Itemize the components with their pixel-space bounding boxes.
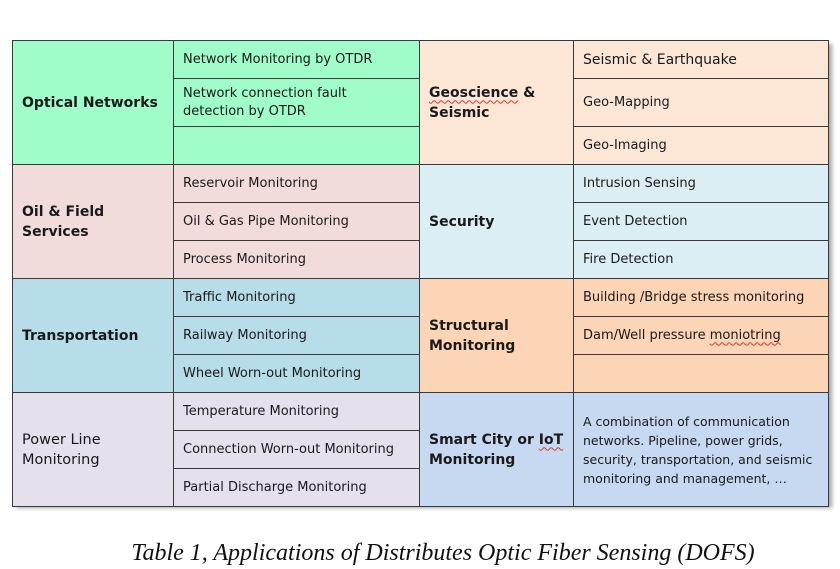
application-cell: Network connection fault detection by OT… [173,78,420,127]
category-part: Geoscience [429,84,519,101]
category-part: Monitoring [429,451,516,468]
category-geoscience-seismic: Geoscience & Seismic [419,40,574,165]
application-cell: Wheel Worn-out Monitoring [173,354,420,393]
application-cell: Temperature Monitoring [173,392,420,431]
category-part: Monitoring [22,451,100,468]
smart-city-description: A combination of communication networks.… [573,392,829,507]
category-part: Power Line [22,431,101,448]
category-part: Monitoring [429,337,516,354]
table-row: Connection Worn-out Monitoring [13,430,829,469]
application-cell: Seismic & Earthquake [573,40,829,79]
application-cell: Process Monitoring [173,240,420,279]
application-cell: Fire Detection [573,240,829,279]
application-cell: Partial Discharge Monitoring [173,468,420,507]
table-row: Partial Discharge Monitoring [13,468,829,507]
application-cell: Dam/Well pressure moniotring [573,316,829,355]
applications-table: Optical Networks Network Monitoring by O… [12,40,829,507]
application-cell: Intrusion Sensing [573,164,829,203]
application-cell: Railway Monitoring [173,316,420,355]
table-row: Railway Monitoring Dam/Well pressure mon… [13,316,829,355]
category-part: Structural [429,317,509,334]
table-row: Oil & Field Services Reservoir Monitorin… [12,164,829,279]
application-cell: Oil & Gas Pipe Monitoring [173,202,420,241]
category-optical-networks: Optical Networks [12,40,174,165]
table-caption: Table 1, Applications of Distributes Opt… [131,540,755,566]
text-part: moniotring [709,327,781,343]
table-row: Wheel Worn-out Monitoring [13,354,829,393]
table-row: Optical Networks Network Monitoring by O… [12,40,829,165]
application-cell: Reservoir Monitoring [173,164,420,203]
category-part: IoT [538,431,564,448]
category-transportation: Transportation [12,278,174,393]
table-row: Transportation Traffic Monitoring Struct… [12,278,829,393]
table-row: Network connection fault detection by OT… [13,78,829,127]
application-cell: Network Monitoring by OTDR [173,40,420,79]
table-row: Oil & Gas Pipe Monitoring Event Detectio… [13,202,829,241]
category-part: Smart City or [429,431,539,448]
category-part: Seismic [429,104,490,121]
application-cell: Connection Worn-out Monitoring [173,430,420,469]
category-smart-city-iot: Smart City or IoT Monitoring [419,392,574,507]
category-security: Security [419,164,574,279]
application-cell: Traffic Monitoring [173,278,420,317]
table-row: Geo-Imaging [13,126,829,165]
application-cell: Event Detection [573,202,829,241]
applications-table-container: Optical Networks Network Monitoring by O… [12,40,829,507]
application-cell [173,126,420,165]
application-cell: Geo-Imaging [573,126,829,165]
table-row: Process Monitoring Fire Detection [13,240,829,279]
text-part: Dam/Well pressure [583,327,710,343]
application-cell: Geo-Mapping [573,78,829,127]
application-cell: Building /Bridge stress monitoring [573,278,829,317]
application-cell [573,354,829,393]
category-oil-field-services: Oil & Field Services [12,164,174,279]
category-part: & [518,84,536,101]
